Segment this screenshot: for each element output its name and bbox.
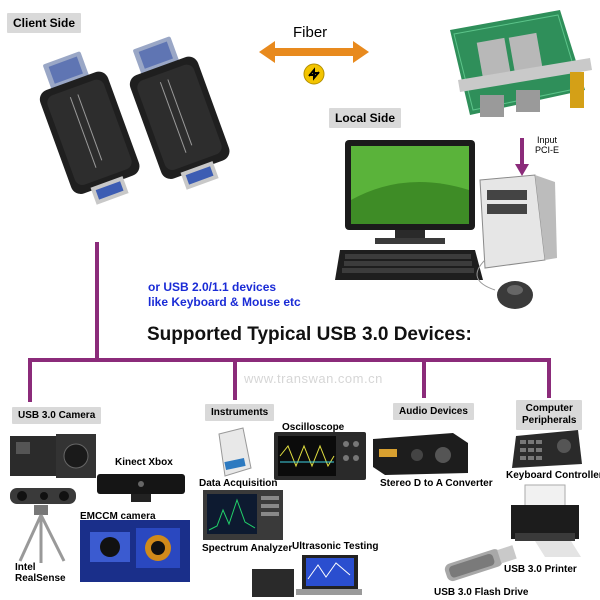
double-arrow-icon <box>259 41 369 63</box>
pcie-input-line2: PCI-E <box>534 145 559 155</box>
usb2-note-line2: like Keyboard & Mouse etc <box>148 295 301 309</box>
pcie-input-line1: Input <box>536 135 558 145</box>
label-kinect-xbox: Kinect Xbox <box>115 457 173 468</box>
trunk-line <box>95 242 99 358</box>
tripod-image <box>18 505 66 563</box>
branch-audio <box>422 358 426 398</box>
fiber-label: Fiber <box>293 24 328 41</box>
data-acquisition-device-image <box>218 427 252 477</box>
category-audio-devices: Audio Devices <box>393 403 474 420</box>
label-oscilloscope: Oscilloscope <box>282 422 345 433</box>
category-usb30-camera: USB 3.0 Camera <box>12 407 102 424</box>
fiber-link-icon <box>303 63 325 85</box>
category-instruments: Instruments <box>205 404 275 421</box>
usb30-camera-image <box>10 434 96 478</box>
usb-fiber-extender-image <box>39 36 230 205</box>
main-title: Supported Typical USB 3.0 Devices: <box>147 324 472 345</box>
label-ultrasonic-testing: Ultrasonic Testing <box>292 541 379 552</box>
stereo-dac-image <box>373 433 468 475</box>
label-spectrum-analyzer: Spectrum Analyzer <box>202 543 293 554</box>
usb30-printer-image <box>511 484 581 557</box>
branch-peripherals <box>547 358 551 398</box>
intel-realsense-camera-image <box>10 488 76 504</box>
branch-instruments <box>233 358 237 400</box>
down-arrow-icon <box>515 138 529 176</box>
label-usb30-printer: USB 3.0 Printer <box>504 564 577 575</box>
pcie-input-label: Input PCI-E <box>529 135 565 155</box>
kinect-xbox-image <box>97 474 185 502</box>
ultrasonic-testing-image <box>252 555 362 597</box>
desktop-computer-image <box>335 140 557 309</box>
usb2-note: or USB 2.0/1.1 devices like Keyboard & M… <box>148 280 301 310</box>
label-intel-realsense-line1: Intel <box>15 562 36 573</box>
label-data-acquisition: Data Acquisition <box>199 478 278 489</box>
local-side-tag: Local Side <box>329 108 402 128</box>
category-computer-peripherals-line1: Computer <box>525 403 573 414</box>
bus-line <box>28 358 551 362</box>
emccm-camera-image <box>80 520 190 582</box>
keyboard-controller-image <box>512 430 582 468</box>
label-keyboard-controller: Keyboard Controller <box>506 470 600 481</box>
oscilloscope-image <box>274 432 366 480</box>
label-stereo-dac: Stereo D to A Converter <box>380 478 493 489</box>
label-usb30-flash-drive: USB 3.0 Flash Drive <box>434 587 529 598</box>
category-computer-peripherals-line2: Peripherals <box>522 415 577 426</box>
usb2-note-line1: or USB 2.0/1.1 devices <box>148 280 277 294</box>
label-emccm-camera: EMCCM camera <box>80 511 156 522</box>
usb30-flash-drive-image <box>444 545 517 582</box>
watermark: www.transwan.com.cn <box>244 371 383 386</box>
branch-camera <box>28 358 32 402</box>
category-computer-peripherals: Computer Peripherals <box>516 400 583 430</box>
label-intel-realsense-line2: RealSense <box>15 573 66 584</box>
client-side-tag: Client Side <box>7 13 82 33</box>
spectrum-analyzer-image <box>203 490 283 540</box>
label-intel-realsense: Intel RealSense <box>15 562 66 584</box>
pcie-card-image <box>450 10 592 117</box>
